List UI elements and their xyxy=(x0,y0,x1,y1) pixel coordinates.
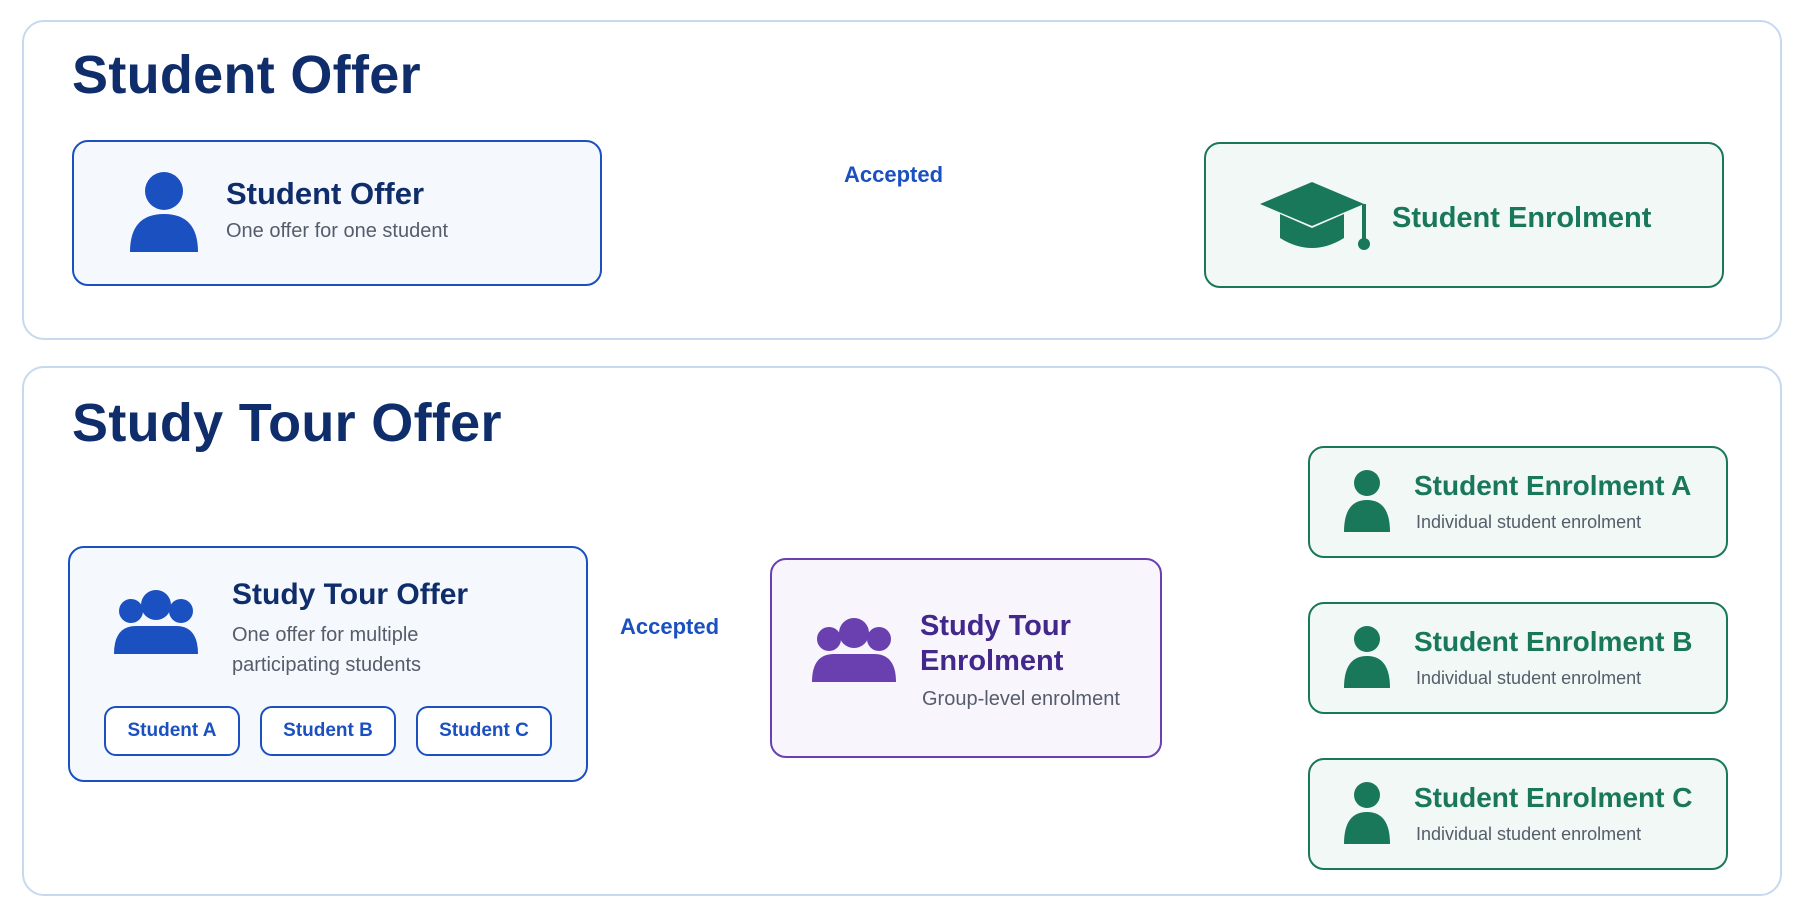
card-subtitle: Group-level enrolment xyxy=(922,688,1120,710)
student-enrolment-a-card[interactable]: Student Enrolment A Individual student e… xyxy=(1308,446,1728,558)
card-title: Student Enrolment xyxy=(1392,202,1652,234)
study-tour-enrolment-card[interactable]: Study Tour Enrolment Group-level enrolme… xyxy=(770,558,1162,758)
card-title: Student Enrolment B xyxy=(1414,626,1693,657)
card-title: Student Offer xyxy=(226,176,425,211)
card-title: Student Enrolment C xyxy=(1414,782,1693,813)
graduation-cap-icon xyxy=(1260,182,1370,250)
accepted-label: Accepted xyxy=(844,162,944,187)
student-offer-card[interactable]: Student Offer One offer for one student xyxy=(72,140,602,286)
accepted-label: Accepted xyxy=(620,614,720,639)
card-subtitle: One offer for one student xyxy=(226,220,449,242)
section-title: Student Offer xyxy=(72,45,421,105)
group-icon xyxy=(812,618,896,682)
student-enrolment-c-card[interactable]: Student Enrolment C Individual student e… xyxy=(1308,758,1728,870)
student-chip-b[interactable]: Student B xyxy=(260,706,396,756)
card-title: Study Tour Offer xyxy=(232,578,469,611)
card-subtitle: Individual student enrolment xyxy=(1416,512,1642,532)
student-offer-panel: Student Offer Student Offer One offer fo… xyxy=(22,20,1782,340)
person-icon xyxy=(130,172,198,252)
student-enrolment-b-card[interactable]: Student Enrolment B Individual student e… xyxy=(1308,602,1728,714)
card-title-line-1: Study Tour xyxy=(920,610,1071,642)
card-subtitle-line-2: participating students xyxy=(232,654,422,676)
card-subtitle: Individual student enrolment xyxy=(1416,824,1642,844)
student-enrolment-card[interactable]: Student Enrolment xyxy=(1204,142,1724,288)
student-chip-c[interactable]: Student C xyxy=(416,706,552,756)
group-icon xyxy=(114,590,198,654)
section-title: Study Tour Offer xyxy=(72,393,502,453)
person-icon xyxy=(1344,782,1390,844)
card-subtitle: Individual student enrolment xyxy=(1416,668,1642,688)
person-icon xyxy=(1344,470,1390,532)
card-subtitle-line-1: One offer for multiple xyxy=(232,624,419,646)
card-title-line-2: Enrolment xyxy=(920,645,1064,677)
study-tour-offer-panel: Study Tour Offer Study Tour Offer One of… xyxy=(22,366,1782,896)
person-icon xyxy=(1344,626,1390,688)
card-title: Student Enrolment A xyxy=(1414,470,1692,501)
student-chip-a[interactable]: Student A xyxy=(104,706,240,756)
study-tour-offer-card[interactable]: Study Tour Offer One offer for multiple … xyxy=(68,546,588,782)
